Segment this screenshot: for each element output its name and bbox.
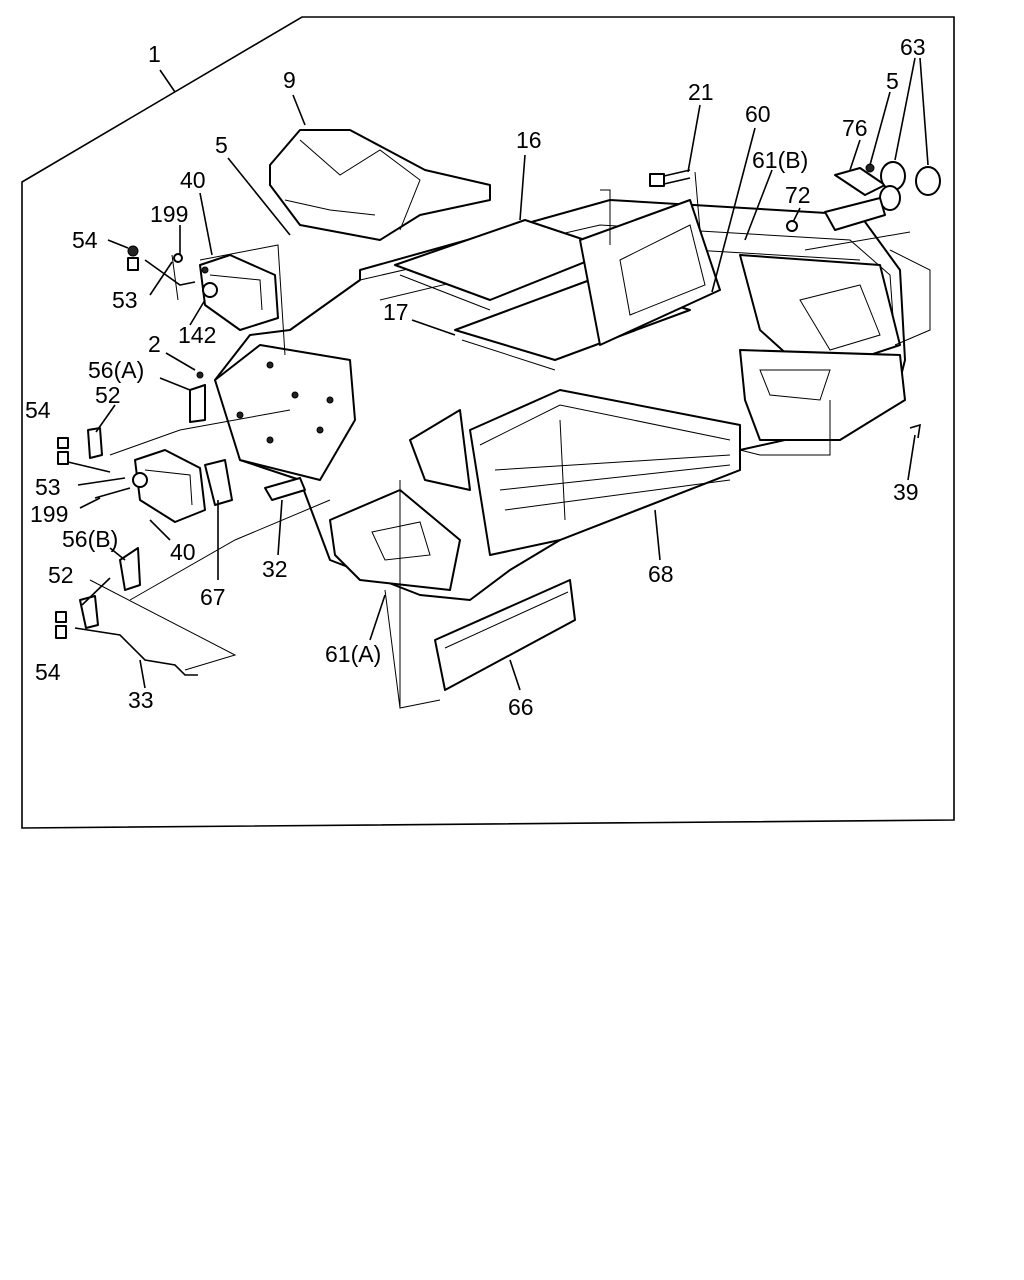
callout-labels: 1 9 5 40 199 54 53 142 2 56(A) 52 54 53 … [25,34,926,720]
label-142: 142 [178,322,216,348]
part-67 [204,459,233,506]
label-68: 68 [648,561,674,587]
label-32: 32 [262,556,288,582]
label-66: 66 [508,694,534,720]
label-54-lower: 54 [35,659,61,685]
label-72: 72 [785,182,811,208]
housing-assembly [214,199,906,601]
assembly-lines [89,171,931,709]
duct-9 [269,129,491,241]
label-33: 33 [128,687,154,713]
label-52-upper: 52 [95,382,121,408]
label-61a: 61(A) [325,641,381,667]
label-1: 1 [148,41,161,67]
label-56b: 56(B) [62,526,118,552]
label-54-upper: 54 [72,227,98,253]
label-2: 2 [148,331,161,357]
label-9: 9 [283,67,296,93]
label-21: 21 [688,79,714,105]
part-32 [264,477,306,501]
actuator-40-upper [199,254,279,331]
label-53-lower: 53 [35,474,61,500]
label-67: 67 [200,584,226,610]
label-63: 63 [900,34,926,60]
label-61b: 61(B) [752,147,808,173]
label-76: 76 [842,115,868,141]
small-parts-right [786,161,941,439]
plate-66 [434,579,576,691]
label-17: 17 [383,299,409,325]
label-40-lower: 40 [170,539,196,565]
label-5-left: 5 [215,132,228,158]
label-52-lower: 52 [48,562,74,588]
label-56a: 56(A) [88,357,144,383]
label-53-upper: 53 [112,287,138,313]
heater-core-68 [469,389,741,556]
label-40-upper: 40 [180,167,206,193]
label-199-lower: 199 [30,501,68,527]
diagram-frame [21,16,955,829]
actuator-40-lower [132,449,206,523]
label-60: 60 [745,101,771,127]
label-16: 16 [516,127,542,153]
label-54-middle: 54 [25,397,51,423]
leader-lines [77,57,929,691]
label-5-right: 5 [886,68,899,94]
label-39: 39 [893,479,919,505]
small-parts-left [55,245,306,676]
label-199-upper: 199 [150,201,188,227]
bolt-21 [649,169,691,187]
